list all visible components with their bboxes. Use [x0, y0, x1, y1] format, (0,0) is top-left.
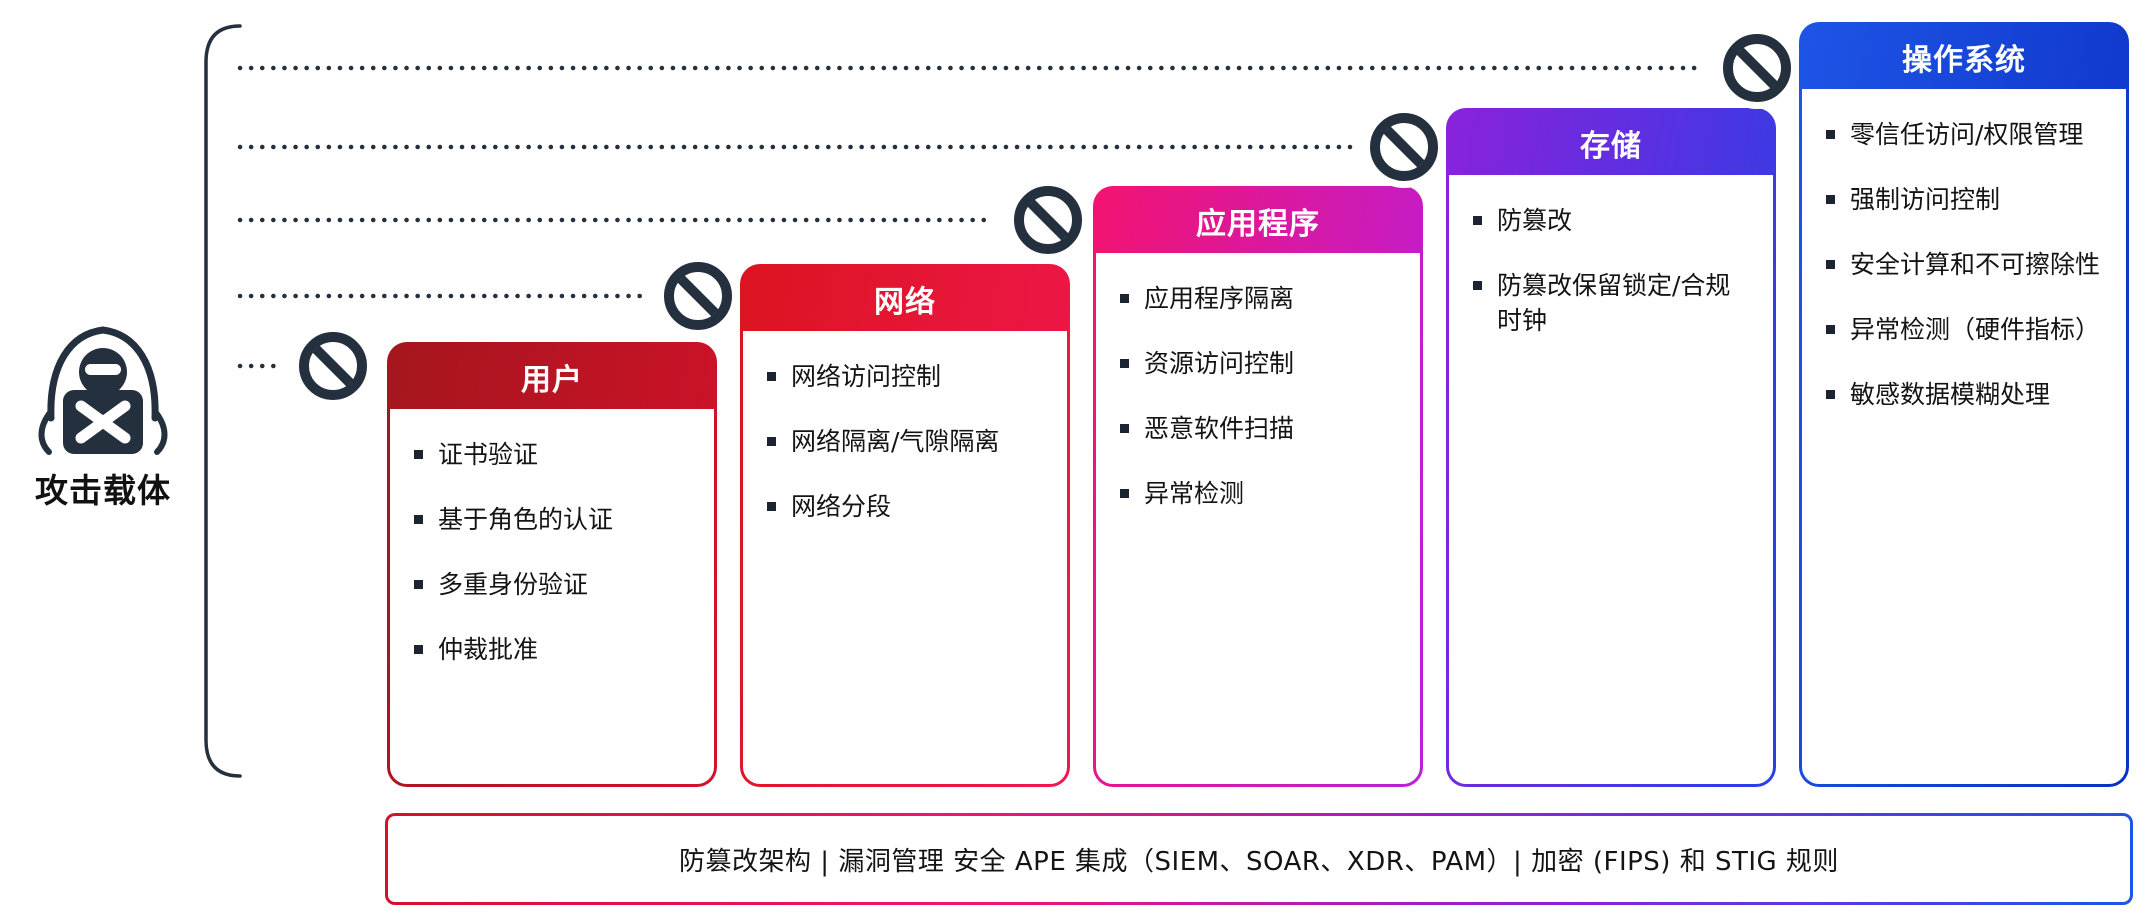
layer-item: 多重身份验证 — [414, 567, 696, 602]
bullet-square-icon — [1826, 325, 1835, 334]
bullet-square-icon — [1826, 390, 1835, 399]
layer-items: 防篡改防篡改保留锁定/合规时钟 — [1473, 203, 1755, 338]
layer-item: 防篡改 — [1473, 203, 1755, 238]
bullet-square-icon — [767, 437, 776, 446]
layer-body: 网络访问控制网络隔离/气隙隔离网络分段 — [743, 331, 1067, 784]
layer-card-user: 用户 证书验证基于角色的认证多重身份验证仲裁批准 — [387, 342, 717, 787]
attacker: 攻击载体 — [18, 296, 188, 512]
layer-title: 应用程序 — [1196, 207, 1320, 242]
layer-items: 网络访问控制网络隔离/气隙隔离网络分段 — [767, 359, 1049, 524]
layer-item: 异常检测 — [1120, 476, 1402, 511]
layer-item-text: 强制访问控制 — [1850, 185, 2001, 214]
bullet-square-icon — [1120, 489, 1129, 498]
layer-items: 应用程序隔离资源访问控制恶意软件扫描异常检测 — [1120, 281, 1402, 511]
bullet-square-icon — [767, 372, 776, 381]
layer-item-text: 基于角色的认证 — [438, 505, 614, 534]
layer-item: 应用程序隔离 — [1120, 281, 1402, 316]
bullet-square-icon — [414, 645, 423, 654]
layer-item-text: 网络分段 — [791, 492, 892, 521]
bullet-square-icon — [414, 580, 423, 589]
layer-item: 敏感数据模糊处理 — [1826, 377, 2108, 412]
layer-item: 防篡改保留锁定/合规时钟 — [1473, 268, 1755, 338]
prohibition-icon — [1363, 106, 1445, 188]
layer-item: 仲裁批准 — [414, 632, 696, 667]
layer-title: 用户 — [521, 363, 583, 398]
layer-body: 零信任访问/权限管理强制访问控制安全计算和不可擦除性异常检测（硬件指标） 敏感数据… — [1802, 89, 2126, 784]
hacker-icon — [38, 326, 168, 455]
grouping-brace — [204, 24, 242, 778]
bullet-square-icon — [1120, 359, 1129, 368]
layer-card-storage: 存储 防篡改防篡改保留锁定/合规时钟 — [1446, 108, 1776, 787]
bullet-square-icon — [1120, 294, 1129, 303]
bullet-square-icon — [1473, 216, 1482, 225]
layer-title: 操作系统 — [1902, 43, 2026, 78]
layer-card-network: 网络 网络访问控制网络隔离/气隙隔离网络分段 — [740, 264, 1070, 787]
footer-banner: 防篡改架构 | 漏洞管理 安全 APE 集成（SIEM、SOAR、XDR、PAM… — [385, 813, 2133, 905]
bullet-square-icon — [414, 450, 423, 459]
layer-item-text: 安全计算和不可擦除性 — [1850, 250, 2101, 279]
footer-text: 防篡改架构 | 漏洞管理 安全 APE 集成（SIEM、SOAR、XDR、PAM… — [679, 846, 1839, 877]
bullet-square-icon — [1826, 130, 1835, 139]
layer-item-text: 证书验证 — [438, 440, 539, 469]
layer-item: 强制访问控制 — [1826, 182, 2108, 217]
layer-item-text: 异常检测（硬件指标） — [1850, 315, 2101, 344]
layer-item-text: 防篡改 — [1497, 206, 1573, 235]
layer-item-text: 资源访问控制 — [1144, 349, 1295, 378]
layer-item-text: 网络访问控制 — [791, 362, 942, 391]
layer-item: 网络隔离/气隙隔离 — [767, 424, 1049, 459]
layer-item: 网络访问控制 — [767, 359, 1049, 394]
layer-item: 零信任访问/权限管理 — [1826, 117, 2108, 152]
layer-item-text: 恶意软件扫描 — [1144, 414, 1295, 443]
layer-title: 网络 — [874, 285, 936, 320]
layer-card-operating-system: 操作系统 零信任访问/权限管理强制访问控制安全计算和不可擦除性异常检测（硬件指标… — [1799, 22, 2129, 787]
layer-item-text: 敏感数据模糊处理 — [1850, 380, 2051, 409]
layer-card-applications: 应用程序 应用程序隔离资源访问控制恶意软件扫描异常检测 — [1093, 186, 1423, 787]
attacker-label: 攻击载体 — [35, 471, 171, 510]
layer-body: 防篡改防篡改保留锁定/合规时钟 — [1449, 175, 1773, 784]
prohibition-icon — [657, 255, 739, 337]
layer-item-text: 多重身份验证 — [438, 570, 589, 599]
layer-item-text: 异常检测 — [1144, 479, 1245, 508]
layer-item: 基于角色的认证 — [414, 502, 696, 537]
layer-items: 零信任访问/权限管理强制访问控制安全计算和不可擦除性异常检测（硬件指标） 敏感数据… — [1826, 117, 2108, 412]
layer-title: 存储 — [1580, 129, 1642, 164]
layer-items: 证书验证基于角色的认证多重身份验证仲裁批准 — [414, 437, 696, 667]
layer-item: 资源访问控制 — [1120, 346, 1402, 381]
prohibition-icon — [1007, 179, 1089, 261]
layer-item: 异常检测（硬件指标） — [1826, 312, 2108, 347]
bullet-square-icon — [1826, 195, 1835, 204]
layer-item-text: 网络隔离/气隙隔离 — [791, 427, 1000, 456]
bullet-square-icon — [414, 515, 423, 524]
layer-item-text: 应用程序隔离 — [1144, 284, 1295, 313]
prohibition-icon — [1716, 27, 1798, 109]
bullet-square-icon — [767, 502, 776, 511]
bullet-square-icon — [1826, 260, 1835, 269]
prohibition-icon — [292, 325, 374, 407]
layer-item: 恶意软件扫描 — [1120, 411, 1402, 446]
layer-item: 安全计算和不可擦除性 — [1826, 247, 2108, 282]
layer-item: 网络分段 — [767, 489, 1049, 524]
bullet-square-icon — [1473, 281, 1482, 290]
layer-item: 证书验证 — [414, 437, 696, 472]
layer-item-text: 防篡改保留锁定/合规时钟 — [1497, 271, 1731, 335]
bullet-square-icon — [1120, 424, 1129, 433]
layer-item-text: 零信任访问/权限管理 — [1850, 120, 2084, 149]
footer-banner-inner: 防篡改架构 | 漏洞管理 安全 APE 集成（SIEM、SOAR、XDR、PAM… — [388, 816, 2130, 902]
layer-body: 应用程序隔离资源访问控制恶意软件扫描异常检测 — [1096, 253, 1420, 784]
layer-item-text: 仲裁批准 — [438, 635, 539, 664]
layer-body: 证书验证基于角色的认证多重身份验证仲裁批准 — [390, 409, 714, 784]
